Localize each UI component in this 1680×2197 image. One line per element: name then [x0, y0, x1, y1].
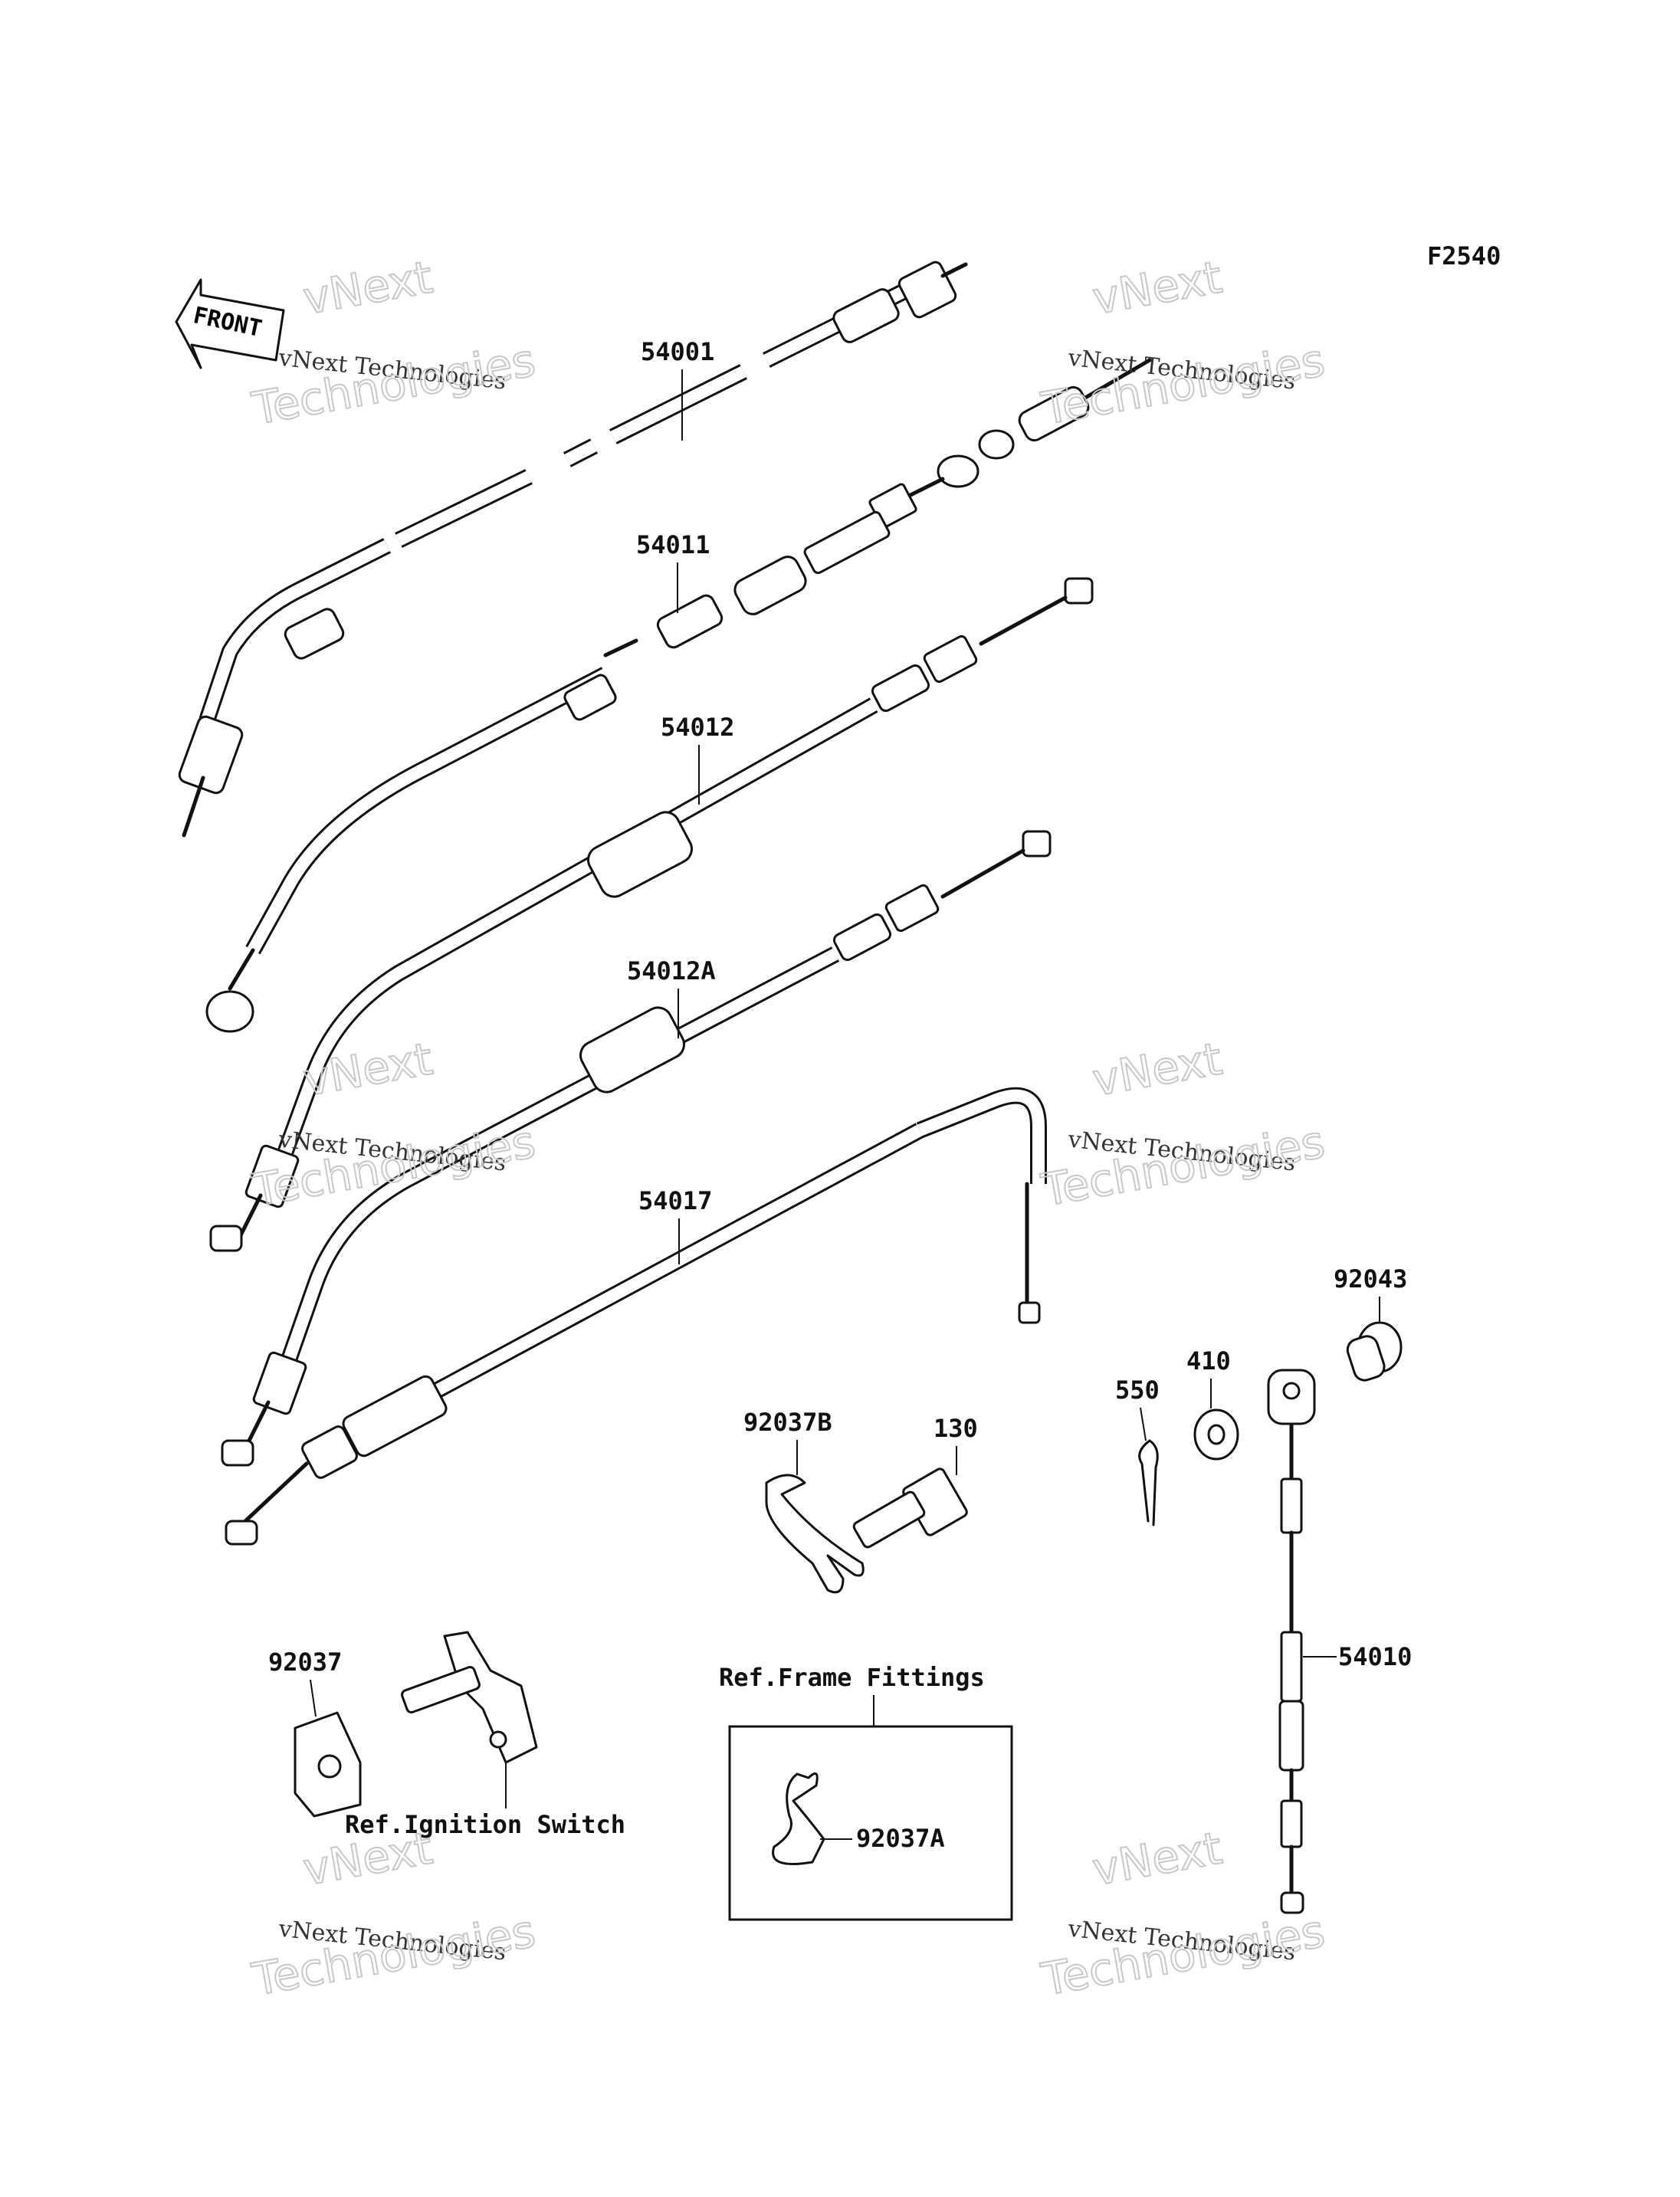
label-ref-ignition-switch: Ref.Ignition Switch — [345, 1810, 625, 1839]
svg-text:vNext: vNext — [300, 251, 437, 324]
cable-54017 — [225, 1087, 1047, 1546]
front-arrow-icon: FRONT — [175, 278, 285, 369]
label-54017: 54017 — [638, 1186, 712, 1215]
pin-92043 — [1346, 1321, 1403, 1382]
label-92037: 92037 — [268, 1648, 342, 1677]
label-ref-frame-fittings: Ref.Frame Fittings — [719, 1663, 985, 1692]
cable-54012 — [209, 577, 1094, 1252]
label-54012a: 54012A — [627, 956, 716, 985]
svg-text:vNext: vNext — [1089, 1032, 1226, 1106]
label-92043: 92043 — [1334, 1264, 1407, 1294]
svg-text:vNext: vNext — [1089, 1822, 1226, 1895]
cable-54011 — [205, 358, 1152, 1033]
cable-54010 — [1267, 1369, 1316, 1914]
label-54012: 54012 — [661, 713, 734, 742]
svg-text:vNext: vNext — [1089, 251, 1226, 324]
label-92037a: 92037A — [856, 1824, 945, 1853]
label-54001: 54001 — [641, 337, 714, 366]
clamp-92037 — [294, 1711, 362, 1818]
label-130: 130 — [934, 1414, 978, 1443]
label-54010: 54010 — [1338, 1642, 1412, 1671]
clip-92037b — [765, 1474, 865, 1594]
frame-fittings-box — [728, 1725, 1013, 1921]
washer-410 — [1193, 1408, 1239, 1461]
page-code: F2540 — [1427, 241, 1501, 271]
svg-text:vNext: vNext — [300, 1822, 437, 1895]
cotter-pin-550 — [1138, 1439, 1159, 1526]
label-54011: 54011 — [636, 530, 710, 559]
watermark: vNext vNext Technologies Technologies vN… — [248, 250, 1330, 2006]
clip-92037a — [772, 1772, 825, 1865]
ignition-switch-bracket — [401, 1631, 538, 1764]
label-550: 550 — [1115, 1376, 1160, 1405]
bolt-130 — [852, 1467, 968, 1549]
cable-54012a — [221, 830, 1052, 1467]
cable-54001 — [178, 261, 968, 838]
label-92037b: 92037B — [743, 1408, 832, 1437]
label-410: 410 — [1186, 1346, 1231, 1376]
